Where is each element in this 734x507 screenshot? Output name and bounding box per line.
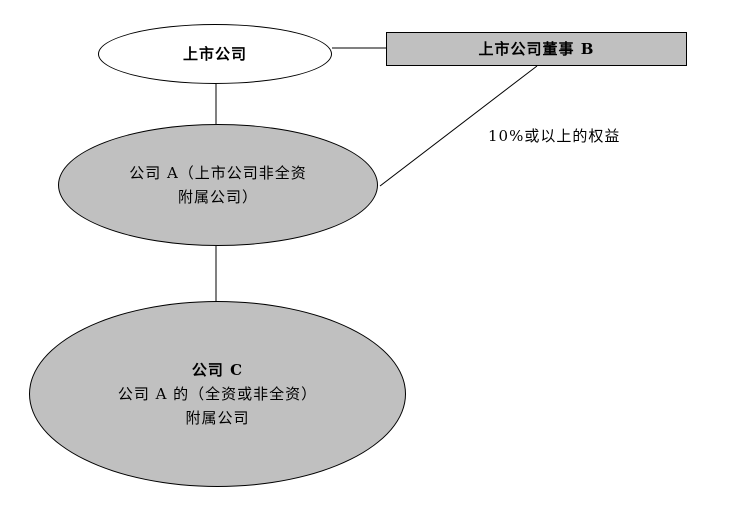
company-c-title: 公司 C <box>191 361 244 379</box>
company-c-label-line2: 公司 A 的（全资或非全资） <box>117 385 318 403</box>
company-c-node: 公司 C 公司 A 的（全资或非全资） 附属公司 <box>29 301 406 487</box>
interest-label: 10%或以上的权益 <box>488 127 621 145</box>
company-c-label-line3: 附属公司 <box>185 409 250 427</box>
listed-company-label: 上市公司 <box>182 45 247 63</box>
director-label: 上市公司董事 B <box>478 40 595 58</box>
listed-company-node: 上市公司 <box>98 24 332 84</box>
company-a-label-line1: 公司 A（上市公司非全资 <box>129 164 307 182</box>
company-a-label-line2: 附属公司） <box>177 188 258 206</box>
company-a-node: 公司 A（上市公司非全资 附属公司） <box>58 124 378 246</box>
director-node: 上市公司董事 B <box>386 32 687 66</box>
connector-director-to-company-a <box>379 65 538 187</box>
